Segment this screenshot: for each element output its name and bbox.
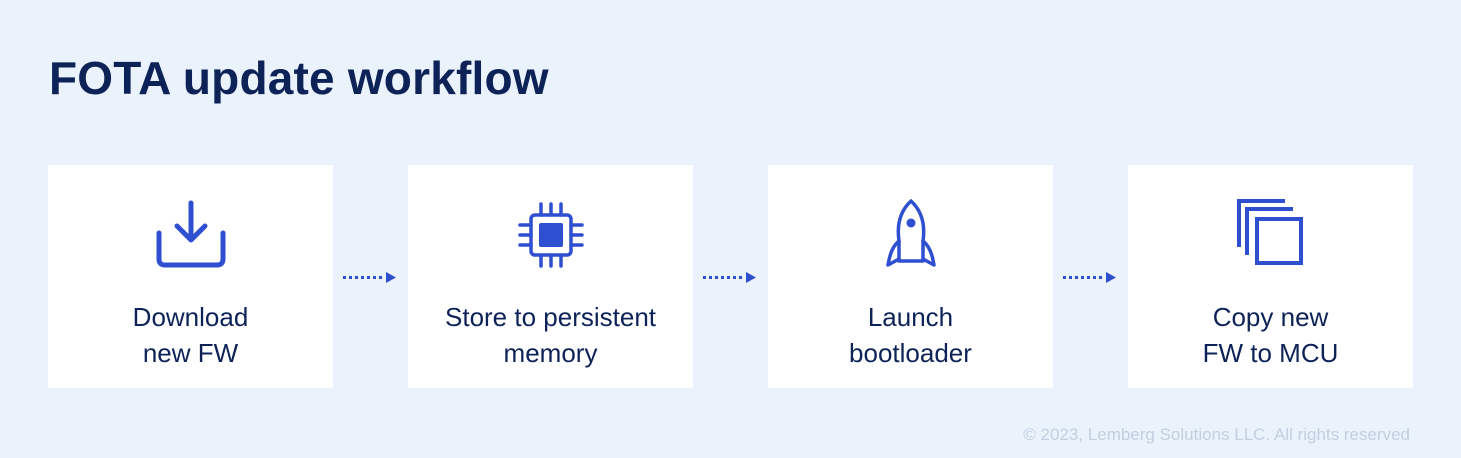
step-label-line: Copy new — [1212, 302, 1329, 332]
step-label-line: bootloader — [849, 338, 972, 368]
copy-icon — [1231, 195, 1311, 275]
step-label-line: new FW — [142, 338, 239, 368]
step-label-line: Store to persistent — [445, 302, 656, 332]
step-label: Store to persistent memory — [408, 299, 693, 371]
step-label-line: memory — [503, 338, 598, 368]
download-icon — [151, 195, 231, 275]
dotted-arrow — [703, 267, 757, 287]
step-download-firmware: Download new FW — [48, 165, 333, 388]
step-launch-bootloader: Launch bootloader — [768, 165, 1053, 388]
step-label: Download new FW — [48, 299, 333, 371]
chip-icon — [511, 195, 591, 275]
step-label-line: FW to MCU — [1202, 338, 1339, 368]
step-label: Copy new FW to MCU — [1128, 299, 1413, 371]
rocket-icon — [871, 195, 951, 275]
copyright-notice: © 2023, Lemberg Solutions LLC. All right… — [1023, 425, 1410, 444]
step-label: Launch bootloader — [768, 299, 1053, 371]
dotted-arrow — [343, 267, 397, 287]
step-copy-firmware: Copy new FW to MCU — [1128, 165, 1413, 388]
step-label-line: Launch — [867, 302, 954, 332]
step-store-memory: Store to persistent memory — [408, 165, 693, 388]
page-title: FOTA update workflow — [49, 52, 549, 104]
step-label-line: Download — [132, 302, 249, 332]
dotted-arrow — [1063, 267, 1117, 287]
